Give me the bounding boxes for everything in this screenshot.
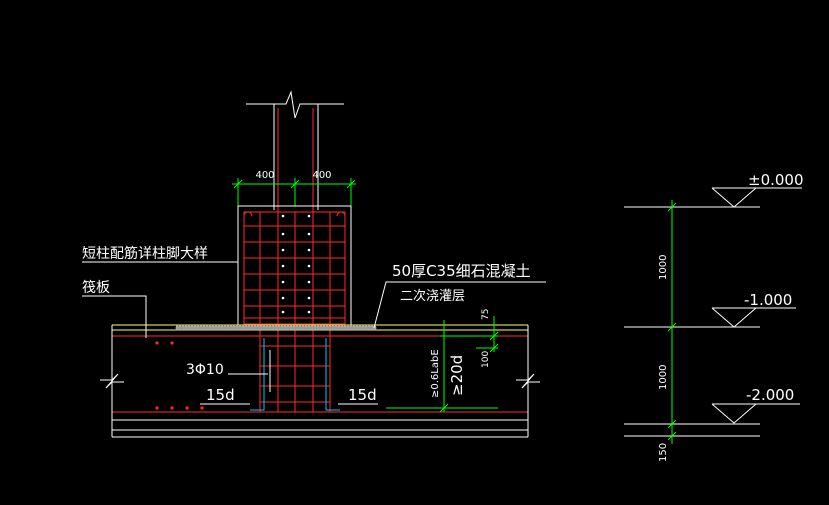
bar-dot bbox=[281, 232, 285, 236]
bar-dot bbox=[281, 280, 285, 284]
rebar-dot bbox=[170, 406, 174, 410]
dim-75: 75 bbox=[481, 309, 491, 320]
bar-dot bbox=[281, 248, 285, 252]
label-grout-line1: 50厚C35细石混凝土 bbox=[392, 262, 531, 280]
dim-100: 100 bbox=[481, 351, 491, 368]
top-dimension bbox=[232, 178, 356, 206]
elevation-lines bbox=[624, 187, 802, 437]
bar-dot bbox=[281, 296, 285, 300]
bar-dot bbox=[281, 310, 285, 314]
dim-400-left: 400 bbox=[255, 170, 274, 181]
pedestal-bar-dots bbox=[281, 214, 311, 314]
level-symbol bbox=[711, 307, 758, 328]
level-1-label: -1.000 bbox=[744, 291, 792, 309]
dim-tick bbox=[489, 331, 499, 341]
elev-dim-3: 150 bbox=[658, 443, 669, 462]
anchor-bars bbox=[250, 338, 340, 411]
upper-column bbox=[246, 90, 344, 210]
rebar-dot bbox=[155, 406, 159, 410]
stirrup-hook bbox=[243, 211, 253, 217]
label-column-detail: 短柱配筋详柱脚大样 bbox=[82, 245, 208, 262]
dim-tick bbox=[233, 179, 243, 189]
dim-tick bbox=[290, 179, 300, 189]
column-break-line bbox=[246, 90, 344, 119]
dim-tick bbox=[667, 431, 677, 441]
bars-annotation-leader bbox=[200, 350, 378, 405]
label-grout-line2: 二次浇灌层 bbox=[400, 288, 465, 304]
dim-20d: ≥20d bbox=[448, 355, 466, 396]
raft-break-left bbox=[100, 373, 124, 389]
bar-dot bbox=[307, 296, 311, 300]
hook-right-label: 15d bbox=[348, 386, 377, 404]
rebar-dot bbox=[200, 406, 204, 410]
leader-raft bbox=[82, 295, 147, 338]
label-leaders bbox=[82, 261, 546, 338]
bar-dot bbox=[281, 214, 285, 218]
rebar-dot bbox=[155, 341, 159, 345]
raft-slab bbox=[100, 324, 540, 438]
stirrup-hook bbox=[336, 211, 346, 217]
leader-grout bbox=[373, 281, 546, 329]
dim-anchor-length: ≥0.6LabE bbox=[430, 349, 441, 398]
dim-tick bbox=[489, 343, 499, 353]
elevation-dims bbox=[667, 200, 677, 444]
bar-dot bbox=[281, 264, 285, 268]
elev-dim-2: 1000 bbox=[658, 365, 669, 390]
level-0-label: ±0.000 bbox=[748, 171, 804, 189]
raft-dimensions bbox=[386, 316, 499, 413]
grout-layer bbox=[175, 325, 377, 331]
column-section: 400 400 bbox=[82, 90, 546, 438]
upper-column-rebars bbox=[277, 108, 314, 212]
level-symbol bbox=[711, 187, 758, 208]
dim-tick bbox=[667, 202, 677, 212]
anchor-bar-left bbox=[250, 338, 265, 411]
bar-dot bbox=[307, 310, 311, 314]
elevation-diagram: ±0.000 -1.000 -2.000 1000 1000 150 bbox=[624, 171, 804, 462]
dim-tick bbox=[667, 419, 677, 429]
bar-dot bbox=[307, 214, 311, 218]
label-raft: 筏板 bbox=[82, 279, 110, 296]
hook-left-label: 15d bbox=[206, 386, 235, 404]
dim-tick bbox=[439, 403, 449, 413]
level-symbol bbox=[711, 403, 758, 424]
pedestal-outline bbox=[237, 205, 352, 325]
dim-400-right: 400 bbox=[312, 170, 331, 181]
elev-dim-1: 1000 bbox=[658, 255, 669, 280]
pedestal-rebar-cage bbox=[243, 211, 346, 412]
dim-tick bbox=[667, 322, 677, 332]
bar-dot bbox=[307, 248, 311, 252]
raft-break-right bbox=[516, 373, 540, 389]
anchor-bar-right bbox=[325, 338, 340, 411]
level-2-label: -2.000 bbox=[746, 386, 794, 404]
bar-dot bbox=[307, 280, 311, 284]
dim-tick bbox=[346, 179, 356, 189]
rebar-dot bbox=[170, 341, 174, 345]
rebar-dot bbox=[185, 406, 189, 410]
bars-label: 3Φ10 bbox=[186, 362, 224, 378]
bar-dot bbox=[307, 264, 311, 268]
bar-dot bbox=[307, 232, 311, 236]
raft-rebar-dots bbox=[155, 341, 204, 410]
